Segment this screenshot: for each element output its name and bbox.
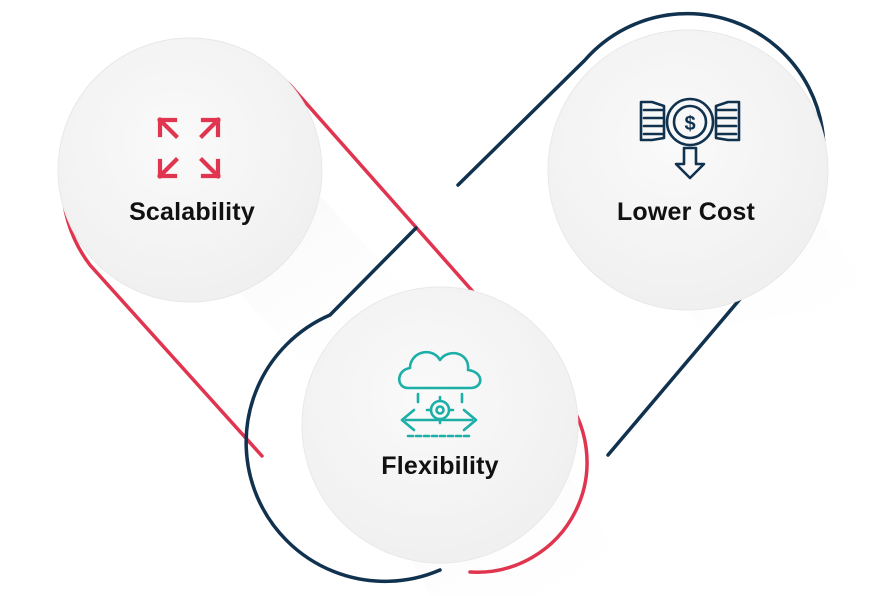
circle-lower-cost xyxy=(547,29,829,311)
hands-dollar-coin-icon: $ xyxy=(639,97,741,180)
circle-flexibility xyxy=(301,286,579,564)
svg-text:$: $ xyxy=(684,113,695,135)
circle-scalability xyxy=(57,37,323,303)
label-flexibility: Flexibility xyxy=(381,452,499,480)
label-scalability: Scalability xyxy=(129,198,255,226)
cloud-gear-arrows-icon xyxy=(397,350,482,438)
expand-arrows-icon xyxy=(157,117,221,179)
label-lower-cost: Lower Cost xyxy=(616,198,756,226)
navy-segment-bottom xyxy=(244,226,442,584)
